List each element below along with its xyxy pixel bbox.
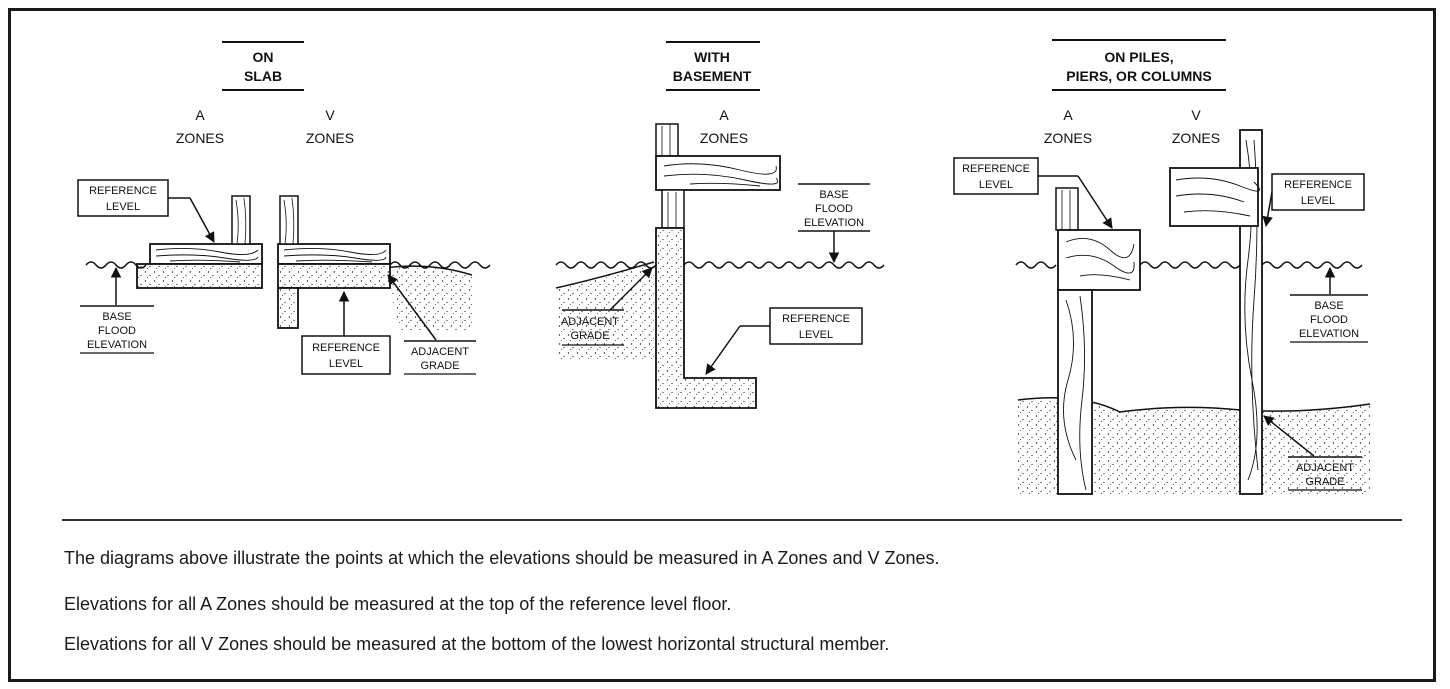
label-base-flood-elevation: ELEVATION xyxy=(804,217,864,229)
note-line: The diagrams above illustrate the points… xyxy=(64,548,940,568)
zone-word: ZONES xyxy=(176,130,224,146)
label-reference-level: REFERENCE xyxy=(312,342,380,354)
note-line: Elevations for all V Zones should be mea… xyxy=(64,634,890,654)
label-reference-level: LEVEL xyxy=(1301,195,1335,207)
concrete-slab-v xyxy=(277,263,391,289)
concrete-slab-a xyxy=(136,263,263,289)
panel-heading-line: SLAB xyxy=(244,68,282,84)
wood-floor-a xyxy=(149,243,263,265)
zone-word: ZONES xyxy=(306,130,354,146)
label-base-flood-elevation: FLOOD xyxy=(815,203,853,215)
zone-letter: V xyxy=(1191,107,1201,123)
wood-floor-a xyxy=(1057,229,1141,291)
label-reference-level: LEVEL xyxy=(329,358,363,370)
label-base-flood-elevation: BASE xyxy=(819,189,848,201)
zone-word: ZONES xyxy=(700,130,748,146)
label-adjacent-grade: ADJACENT xyxy=(411,346,469,358)
adjacent-grade-soil xyxy=(556,262,654,360)
panel-heading-line: ON xyxy=(253,49,274,65)
label-reference-level: REFERENCE xyxy=(962,163,1030,175)
label-adjacent-grade: GRADE xyxy=(570,330,609,342)
label-reference-level: REFERENCE xyxy=(89,185,157,197)
label-adjacent-grade: GRADE xyxy=(1305,476,1344,488)
label-reference-level: LEVEL xyxy=(106,201,140,213)
flood-water-line xyxy=(85,261,491,269)
adjacent-grade-soil xyxy=(384,266,472,330)
zone-letter: V xyxy=(325,107,335,123)
horizontal-beam-v xyxy=(1169,167,1259,227)
label-base-flood-elevation: ELEVATION xyxy=(1299,328,1359,340)
label-reference-level: REFERENCE xyxy=(1284,179,1352,191)
panel-heading-line: BASEMENT xyxy=(673,68,752,84)
zone-word: ZONES xyxy=(1172,130,1220,146)
panel-heading-line: WITH xyxy=(694,49,730,65)
label-base-flood-elevation: FLOOD xyxy=(98,325,136,337)
label-adjacent-grade: ADJACENT xyxy=(561,316,619,328)
wood-floor-v xyxy=(277,243,391,265)
zone-letter: A xyxy=(719,107,729,123)
panel-on-piles: ON PILES, PIERS, OR COLUMNS A ZONES V ZO… xyxy=(953,39,1371,495)
label-reference-level: REFERENCE xyxy=(782,313,850,325)
diagram-frame xyxy=(8,8,1436,682)
label-base-flood-elevation: ELEVATION xyxy=(87,339,147,351)
flood-water-line xyxy=(555,261,885,269)
adjacent-grade-soil xyxy=(1018,397,1370,494)
basement-wall xyxy=(655,227,757,409)
zone-letter: A xyxy=(1063,107,1073,123)
wood-floor xyxy=(655,155,781,191)
panel-heading-line: PIERS, OR COLUMNS xyxy=(1066,68,1211,84)
panel-on-slab: ON SLAB A ZONES V ZONES xyxy=(77,41,491,375)
label-reference-level: LEVEL xyxy=(979,179,1013,191)
flood-water-line xyxy=(1015,261,1363,269)
panel-with-basement: WITH BASEMENT A ZONES BASE FLOOD xyxy=(555,41,885,409)
label-base-flood-elevation: FLOOD xyxy=(1310,314,1348,326)
zone-letter: A xyxy=(195,107,205,123)
label-adjacent-grade: GRADE xyxy=(420,360,459,372)
panel-heading-line: ON PILES, xyxy=(1104,49,1173,65)
label-base-flood-elevation: BASE xyxy=(1314,300,1343,312)
zone-word: ZONES xyxy=(1044,130,1092,146)
pile-a xyxy=(1057,289,1093,495)
note-line: Elevations for all A Zones should be mea… xyxy=(64,594,732,614)
label-reference-level: LEVEL xyxy=(799,329,833,341)
label-adjacent-grade: ADJACENT xyxy=(1296,462,1354,474)
label-base-flood-elevation: BASE xyxy=(102,311,131,323)
